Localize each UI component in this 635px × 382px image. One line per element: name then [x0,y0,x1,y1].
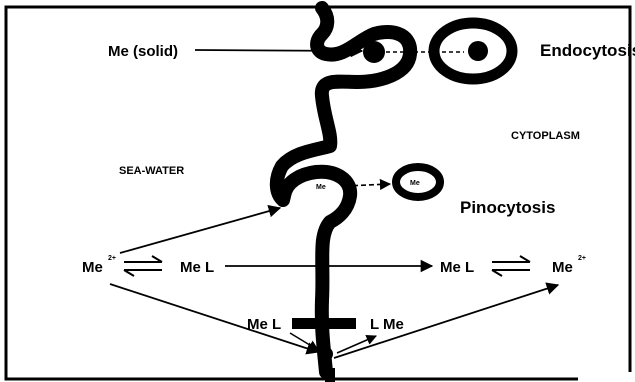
arrow-ion-to-pinocytosis [119,205,282,254]
label-me-ion-left: Me [82,259,103,276]
internalized-particle [468,41,488,61]
label-mel-left: Me L [180,259,214,276]
endocytosis-vesicle [428,17,518,85]
label-sea-water: SEA-WATER [119,165,184,177]
carrier-junction [319,347,333,361]
arrow-carrier-to-lme [336,334,377,354]
equilibrium-arrows-left [123,255,163,277]
label-pinocytosis: Pinocytosis [460,198,555,217]
label-mel-right: Me L [440,259,474,276]
label-endocytosis: Endocytosis [540,41,635,60]
label-lme-bottom: L Me [370,316,404,333]
frame-bottom-right-gap [578,372,633,382]
label-mel-bottom: Me L [247,316,281,333]
membrane-carrier [292,318,356,329]
label-me-vesicle: Me [410,180,420,187]
pinocytosis-vesicle [392,163,444,201]
arrow-carrier-to-ion [333,282,560,359]
arrow-ion-to-carrier [109,283,320,355]
arrow-solid-to-membrane [194,44,364,58]
label-cytoplasm: CYTOPLASM [511,130,580,142]
equilibrium-arrows-right [491,255,531,277]
arrow-mel-to-carrier [289,332,319,351]
solid-particle [363,41,385,63]
label-me-ion-right: Me [552,259,573,276]
label-me-solid: Me (solid) [108,43,178,60]
label-me-ion-right-charge: 2+ [578,255,586,262]
label-me-ion-left-charge: 2+ [108,255,116,262]
label-me-inner: Me [316,184,326,191]
